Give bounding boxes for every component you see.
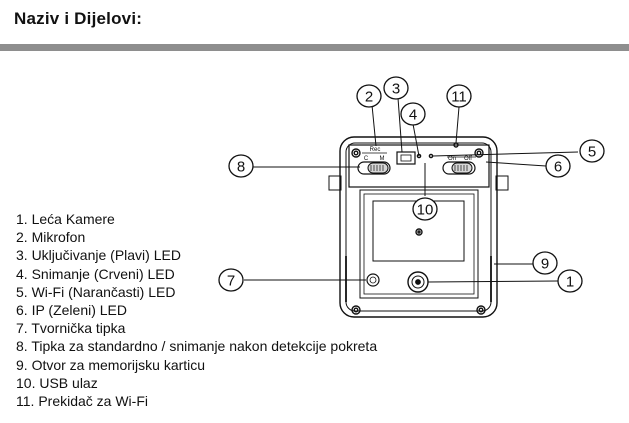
rec-label: Rec: [370, 147, 381, 153]
usb-port-inner: [400, 154, 412, 162]
callout-6-number: 6: [554, 159, 562, 176]
list-item: 9. Otvor za memorijsku karticu: [16, 356, 206, 373]
screw-icon: [476, 305, 486, 315]
callout-7-number: 7: [227, 273, 235, 290]
callout-9-number: 9: [541, 256, 549, 273]
callout-8: [228, 154, 254, 178]
screw-icon: [351, 305, 361, 315]
callout-2-number: 2: [365, 89, 373, 106]
usb-port: [396, 151, 416, 165]
device-back-plate: [359, 189, 479, 299]
list-item: 2. Mikrofon: [16, 229, 86, 246]
list-item: 6. IP (Zeleni) LED: [16, 302, 128, 319]
list-item: 1. Leća Kamere: [16, 211, 115, 227]
device-inner-body: [345, 142, 492, 312]
wifi-switch: [442, 161, 476, 175]
screw-icon: [415, 228, 423, 236]
list-item: 10. USB ulaz: [16, 374, 98, 391]
reset-button: [366, 273, 380, 287]
device-back-plate-inner: [363, 193, 475, 295]
callout-11: [446, 84, 472, 108]
device-top-panel: [348, 144, 490, 188]
list-item: 4. Snimanje (Crveni) LED: [16, 265, 175, 282]
callout-11-number: 11: [451, 89, 467, 106]
side-tab-right: [495, 175, 509, 191]
callout-4-number: 4: [409, 107, 417, 124]
title-divider: [0, 44, 629, 51]
screw-icon: [478, 307, 484, 313]
callout-10: [412, 197, 438, 221]
screw-icon: [474, 148, 484, 158]
parts-list: 1. Leća Kamere 2. Mikrofon 3. Uključivan…: [16, 210, 377, 410]
device-outer-body: [339, 136, 498, 318]
list-item: 7. Tvornička tipka: [16, 320, 126, 337]
callout-7: [218, 268, 244, 292]
callout-8-number: 8: [237, 159, 245, 176]
callout-5-number: 5: [588, 144, 596, 161]
callout-10-number: 10: [417, 202, 434, 219]
wifi-off-label: Off: [464, 156, 472, 162]
list-item: 5. Wi-Fi (Narančasti) LED: [16, 283, 176, 300]
list-item: 8. Tipka za standardno / snimanje nakon …: [16, 338, 378, 355]
side-tab-left: [328, 175, 342, 191]
callout-6: [545, 154, 571, 178]
callout-2: [356, 84, 382, 108]
page-title: Naziv i Dijelovi:: [14, 9, 143, 28]
callout-1: [557, 269, 583, 293]
mode-c-label: C: [364, 156, 369, 162]
mode-m-label: M: [380, 156, 385, 162]
callout-5: [579, 139, 605, 163]
wifi-on-label: On: [448, 156, 456, 162]
screw-icon: [353, 150, 359, 156]
callout-1-number: 1: [566, 274, 574, 291]
callout-3-number: 3: [392, 81, 400, 98]
screw-icon: [351, 148, 361, 158]
callout-4: [400, 102, 426, 126]
led-hole: [428, 153, 434, 159]
list-item: 11. Prekidač za Wi-Fi: [16, 393, 148, 410]
callout-9: [532, 251, 558, 275]
callout-3: [383, 76, 409, 100]
screw-icon: [353, 307, 359, 313]
mode-switch: [357, 161, 391, 175]
list-item: 3. Uključivanje (Plavi) LED: [16, 247, 181, 264]
